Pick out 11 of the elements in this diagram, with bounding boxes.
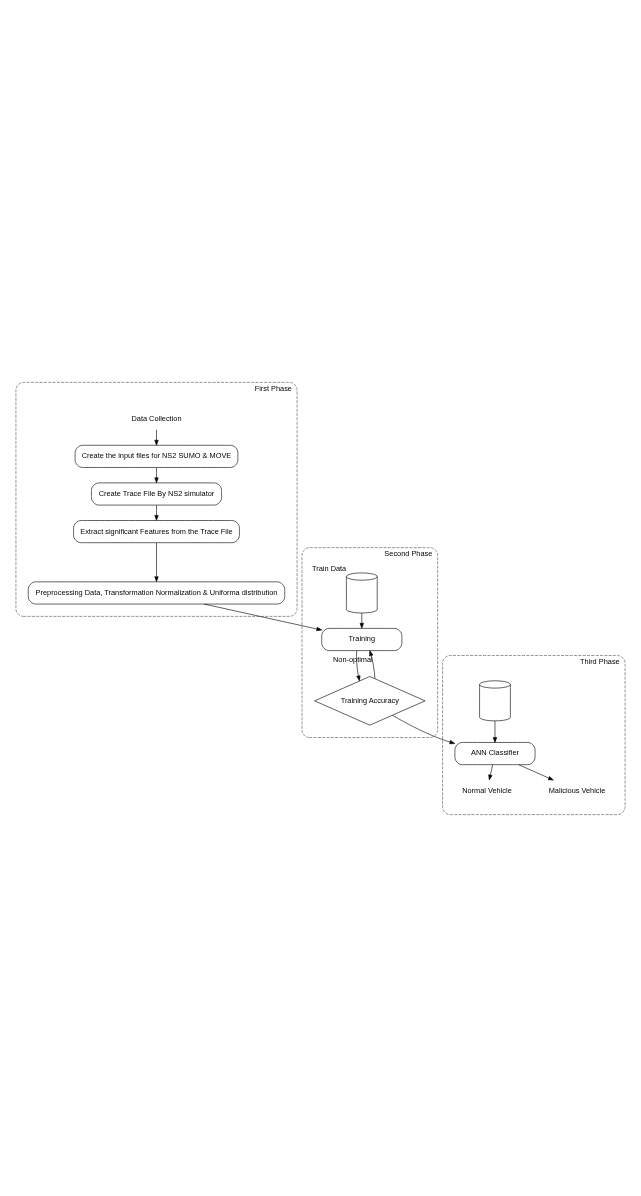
arrow	[154, 542, 159, 582]
arrow	[488, 763, 493, 780]
arrow	[154, 504, 159, 521]
arrow	[518, 763, 554, 780]
arrow	[356, 650, 361, 681]
arrow	[359, 612, 364, 628]
arrow	[492, 720, 497, 743]
arrow	[154, 429, 159, 445]
arrow	[392, 714, 456, 744]
arrow	[369, 650, 376, 679]
arrow	[154, 466, 159, 483]
